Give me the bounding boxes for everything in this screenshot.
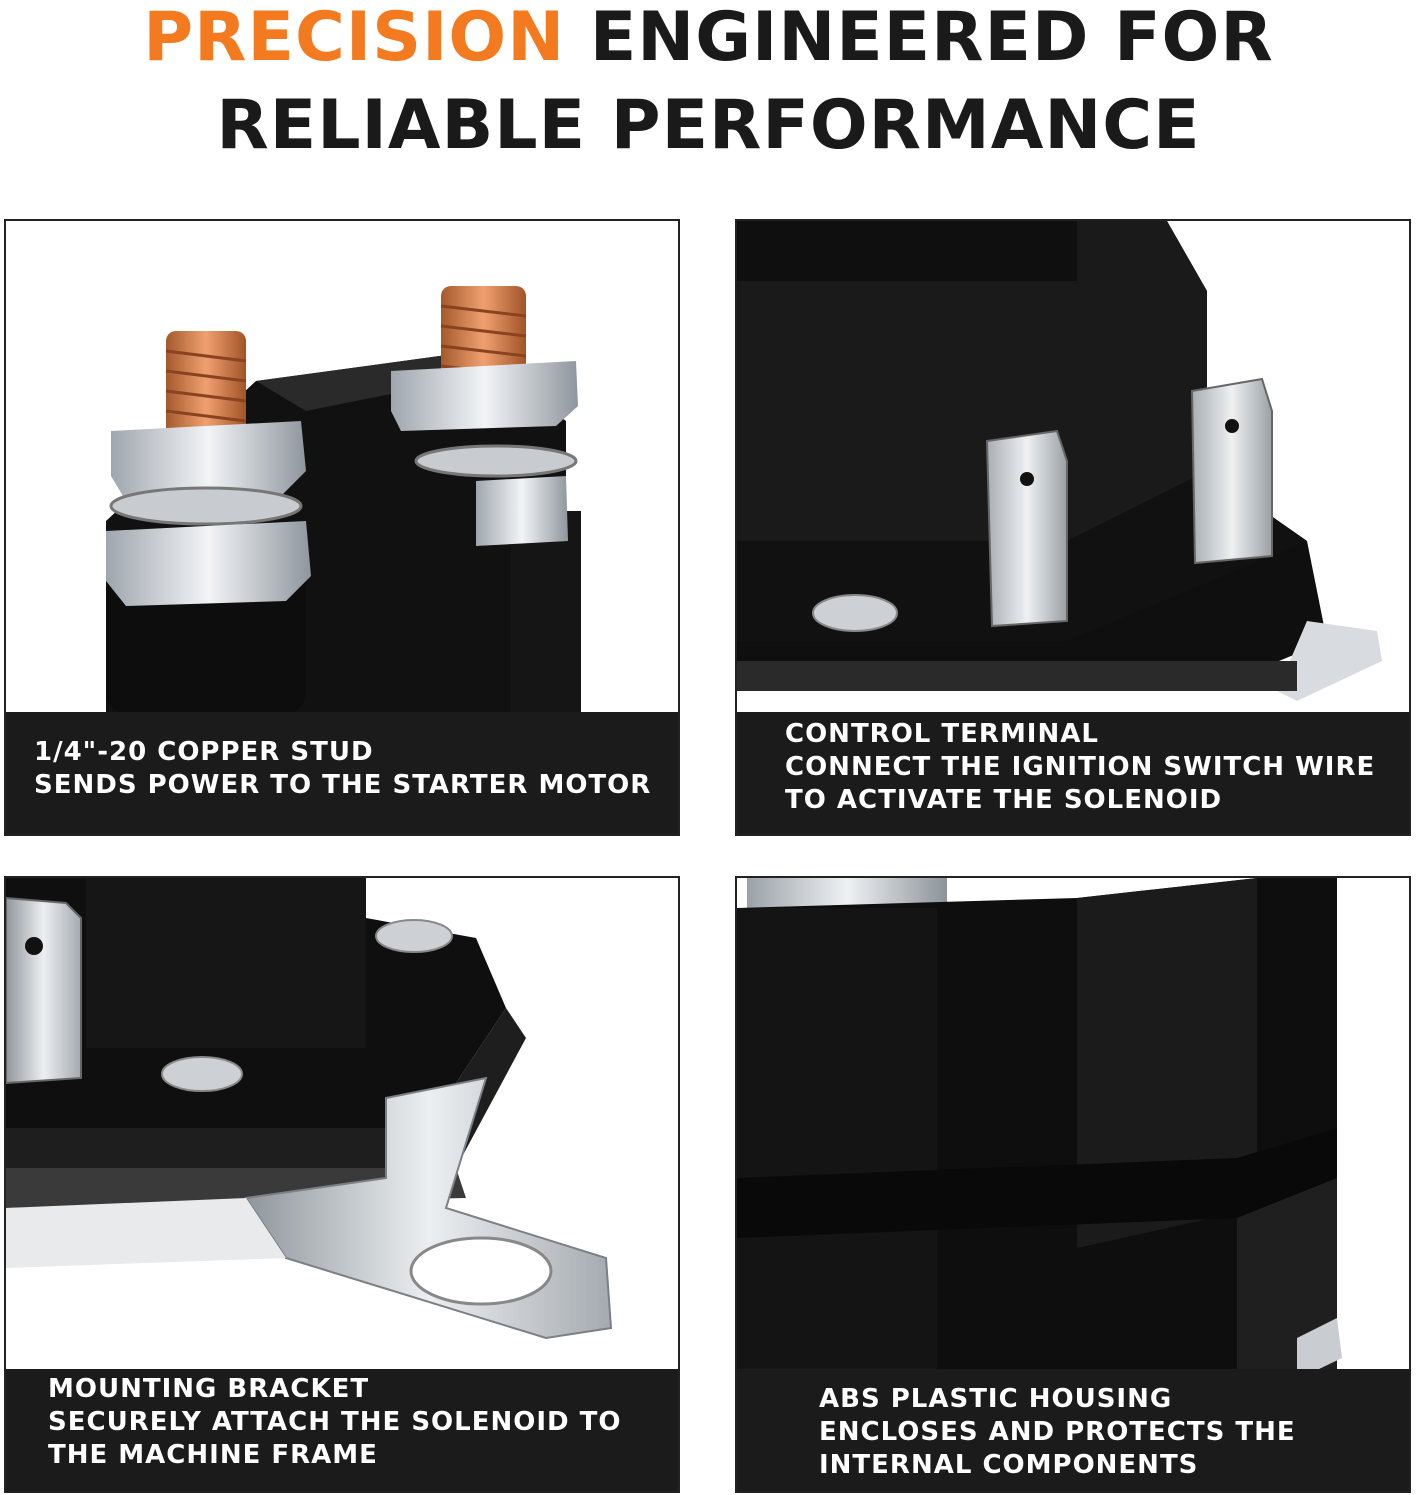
headline-line-1: PRECISION ENGINEERED FOR xyxy=(0,0,1417,88)
mounting-bracket-photo xyxy=(6,878,678,1370)
feature-panel-copper-stud: 1/4"-20 COPPER STUD SENDS POWER TO THE S… xyxy=(4,219,680,836)
feature-panel-control-terminal: CONTROL TERMINAL CONNECT THE IGNITION SW… xyxy=(735,219,1411,836)
caption-line: TO ACTIVATE THE SOLENOID xyxy=(785,785,1223,815)
caption-line: SENDS POWER TO THE STARTER MOTOR xyxy=(34,770,652,800)
copper-stud-caption: 1/4"-20 COPPER STUD SENDS POWER TO THE S… xyxy=(6,712,678,834)
headline-line-1-rest: ENGINEERED FOR xyxy=(589,0,1274,77)
headline-accent-word: PRECISION xyxy=(143,0,566,77)
caption-line: ENCLOSES AND PROTECTS THE xyxy=(819,1417,1296,1447)
caption-line: MOUNTING BRACKET xyxy=(48,1374,370,1404)
feature-panel-mounting-bracket: MOUNTING BRACKET SECURELY ATTACH THE SOL… xyxy=(4,876,680,1493)
caption-line: INTERNAL COMPONENTS xyxy=(819,1450,1199,1480)
abs-housing-photo xyxy=(737,878,1409,1370)
caption-line: ABS PLASTIC HOUSING xyxy=(819,1384,1173,1414)
caption-line: CONNECT THE IGNITION SWITCH WIRE xyxy=(785,752,1376,782)
abs-housing-caption: ABS PLASTIC HOUSING ENCLOSES AND PROTECT… xyxy=(737,1369,1409,1491)
headline-line-2: RELIABLE PERFORMANCE xyxy=(216,86,1201,165)
mounting-bracket-caption: MOUNTING BRACKET SECURELY ATTACH THE SOL… xyxy=(6,1369,678,1491)
control-terminal-photo xyxy=(737,221,1409,713)
caption-line: THE MACHINE FRAME xyxy=(48,1440,378,1470)
control-terminal-caption: CONTROL TERMINAL CONNECT THE IGNITION SW… xyxy=(737,712,1409,834)
caption-line: SECURELY ATTACH THE SOLENOID TO xyxy=(48,1407,622,1437)
copper-stud-photo xyxy=(6,221,678,713)
feature-panel-abs-housing: ABS PLASTIC HOUSING ENCLOSES AND PROTECT… xyxy=(735,876,1411,1493)
caption-line: 1/4"-20 COPPER STUD xyxy=(34,737,374,767)
caption-line: CONTROL TERMINAL xyxy=(785,719,1099,749)
